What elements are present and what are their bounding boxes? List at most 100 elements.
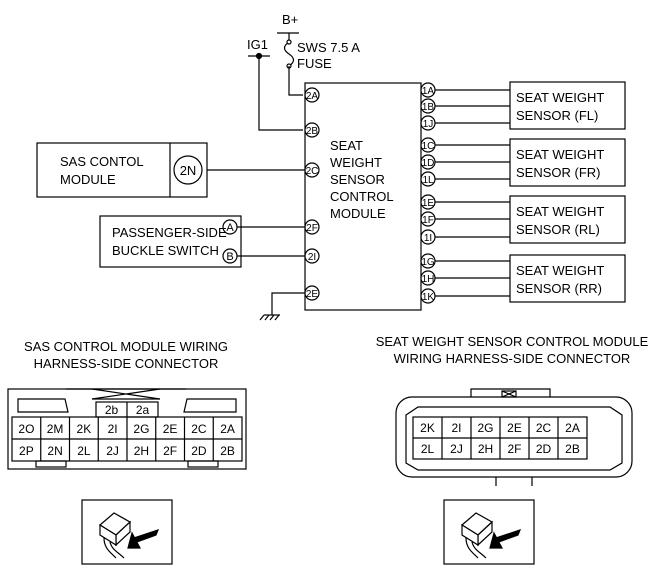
sws-pin-cell: 2H (478, 442, 493, 456)
sensor-fr-line2: SENSOR (FR) (516, 165, 601, 180)
sas-connector-foot-right (187, 460, 219, 468)
pin-1g-label: 1G (421, 257, 435, 268)
buckle-label-line2: BUCKLE SWITCH (112, 243, 219, 258)
sas-pin-cell: 2H (134, 444, 149, 458)
sws-pin-cell: 2B (565, 442, 580, 456)
sas-pin-cell: 2J (106, 444, 119, 458)
sensor-rl-box (509, 195, 626, 244)
sws-pin-cell: 2C (536, 421, 552, 435)
sas-connector-foot-left (35, 460, 67, 468)
bplus-label: B+ (282, 12, 298, 27)
pin-1b-label: 1B (422, 102, 435, 113)
sws-connector-tab (470, 388, 551, 397)
swscm-label-line5: MODULE (330, 206, 386, 221)
ground-icon (259, 314, 280, 321)
sas-pin-2n-label: 2N (180, 163, 197, 178)
pin-1e-label: 1E (422, 198, 435, 209)
sws-connector-key (501, 390, 517, 398)
swscm-label-line2: WEIGHT (330, 155, 382, 170)
pin-2e-label: 2E (306, 289, 319, 300)
sas-pin-cell: 2O (18, 422, 34, 436)
sas-top-cell: 2a (136, 403, 150, 417)
pin-1d-label: 1D (422, 158, 435, 169)
swscm-left-pins (304, 87, 320, 301)
sws-connector-outline (395, 396, 633, 478)
swscm-box (304, 82, 422, 311)
sas-connector-cross-b (91, 388, 161, 400)
sensor-wires (435, 89, 510, 297)
sas-connector-latch-right (183, 398, 237, 413)
sensor-rl-line1: SEAT WEIGHT (516, 204, 604, 219)
sas-pin-cell: 2L (77, 444, 91, 458)
swscm-label-line1: SEAT (330, 138, 363, 153)
pin-2b-label: 2B (306, 126, 319, 137)
sws-connector (395, 388, 633, 486)
sws-pin-cell: 2J (450, 442, 463, 456)
sas-pin-cell: 2E (163, 422, 178, 436)
fuse-symbol (283, 41, 295, 67)
sas-pin-cell: 2P (19, 444, 34, 458)
sas-pin-2n (173, 155, 203, 185)
fuse-terminal-top (286, 39, 292, 45)
sas-connector (7, 388, 247, 470)
pin-1h-label: 1H (422, 274, 435, 285)
buckle-pin-b-label: B (226, 251, 233, 263)
pin-2a-label: 2A (306, 91, 319, 102)
sas-pin-cell: 2F (163, 444, 177, 458)
sws-pin-cell: 2G (477, 421, 493, 435)
sas-module-label-line1: SAS CONTOL (60, 154, 144, 169)
sas-module-label-line2: MODULE (60, 172, 116, 187)
pin-1f-label: 1F (422, 215, 434, 226)
sas-pin-cell: 2I (108, 422, 118, 436)
sas-connector-title-line2: HARNESS-SIDE CONNECTOR (34, 356, 219, 371)
pin-2a (304, 87, 320, 103)
harness-view-icon-left (81, 499, 173, 565)
sas-pin-cell: 2K (77, 422, 92, 436)
buckle-pin-a-label: A (226, 222, 234, 234)
sws-pin-cell: 2L (421, 442, 435, 456)
pin-1j-label: 1J (423, 119, 434, 130)
sensor-rr-line2: SENSOR (RR) (516, 281, 602, 296)
pin-2c-label: 2C (306, 166, 319, 177)
buckle-label-line1: PASSENGER-SIDE (112, 225, 227, 240)
buckle-switch-box (99, 215, 242, 268)
pin-1a-label: 1A (422, 86, 435, 97)
ig1-label: IG1 (247, 37, 268, 52)
fuse-to-2a-wire (288, 66, 303, 96)
fuse-label-line1: SWS 7.5 A (297, 40, 360, 55)
swscm-label-line4: CONTROL (330, 189, 394, 204)
sas-pin-cell: 2M (47, 422, 64, 436)
sensor-rl-line2: SENSOR (RL) (516, 222, 600, 237)
sensor-fr-line1: SEAT WEIGHT (516, 147, 604, 162)
pin-2f-label: 2F (306, 223, 318, 234)
sensor-rr-box (509, 254, 626, 303)
sws-pin-cell: 2K (420, 421, 435, 435)
sas-connector-title-line1: SAS CONTROL MODULE WIRING (24, 339, 228, 354)
pin-1c-label: 1C (422, 141, 435, 152)
sensor-rr-line1: SEAT WEIGHT (516, 263, 604, 278)
sas-top-cell: 2b (105, 403, 119, 417)
ig1-to-2b-wire (258, 56, 303, 131)
sas-pin-cell: 2C (191, 422, 207, 436)
sws-pin-cell: 2A (565, 421, 580, 435)
pin-2i-label: 2I (308, 252, 316, 263)
harness-view-icon-right (443, 499, 535, 565)
sensor-fr-box (509, 138, 626, 187)
pin-1k-label: 1K (422, 292, 435, 303)
sws-pin-cell: 2E (507, 421, 522, 435)
sas-pin-cell: 2D (191, 444, 207, 458)
sensor-fl-box (509, 81, 626, 130)
sws-connector-title-line1: SEAT WEIGHT SENSOR CONTROL MODULE (376, 334, 649, 349)
sensor-fl-line2: SENSOR (FL) (516, 108, 598, 123)
sas-connector-latch-left (17, 398, 69, 413)
swscm-right-pins (420, 82, 436, 304)
fuse-label-line2: FUSE (297, 56, 332, 71)
sws-connector-inner (405, 406, 623, 471)
sas-pin-cell: 2G (133, 422, 149, 436)
sws-pin-cell: 2F (507, 442, 521, 456)
sas-pin-cell: 2A (220, 422, 235, 436)
swscm-label-line3: SENSOR (330, 172, 385, 187)
ground-wire (271, 292, 305, 315)
